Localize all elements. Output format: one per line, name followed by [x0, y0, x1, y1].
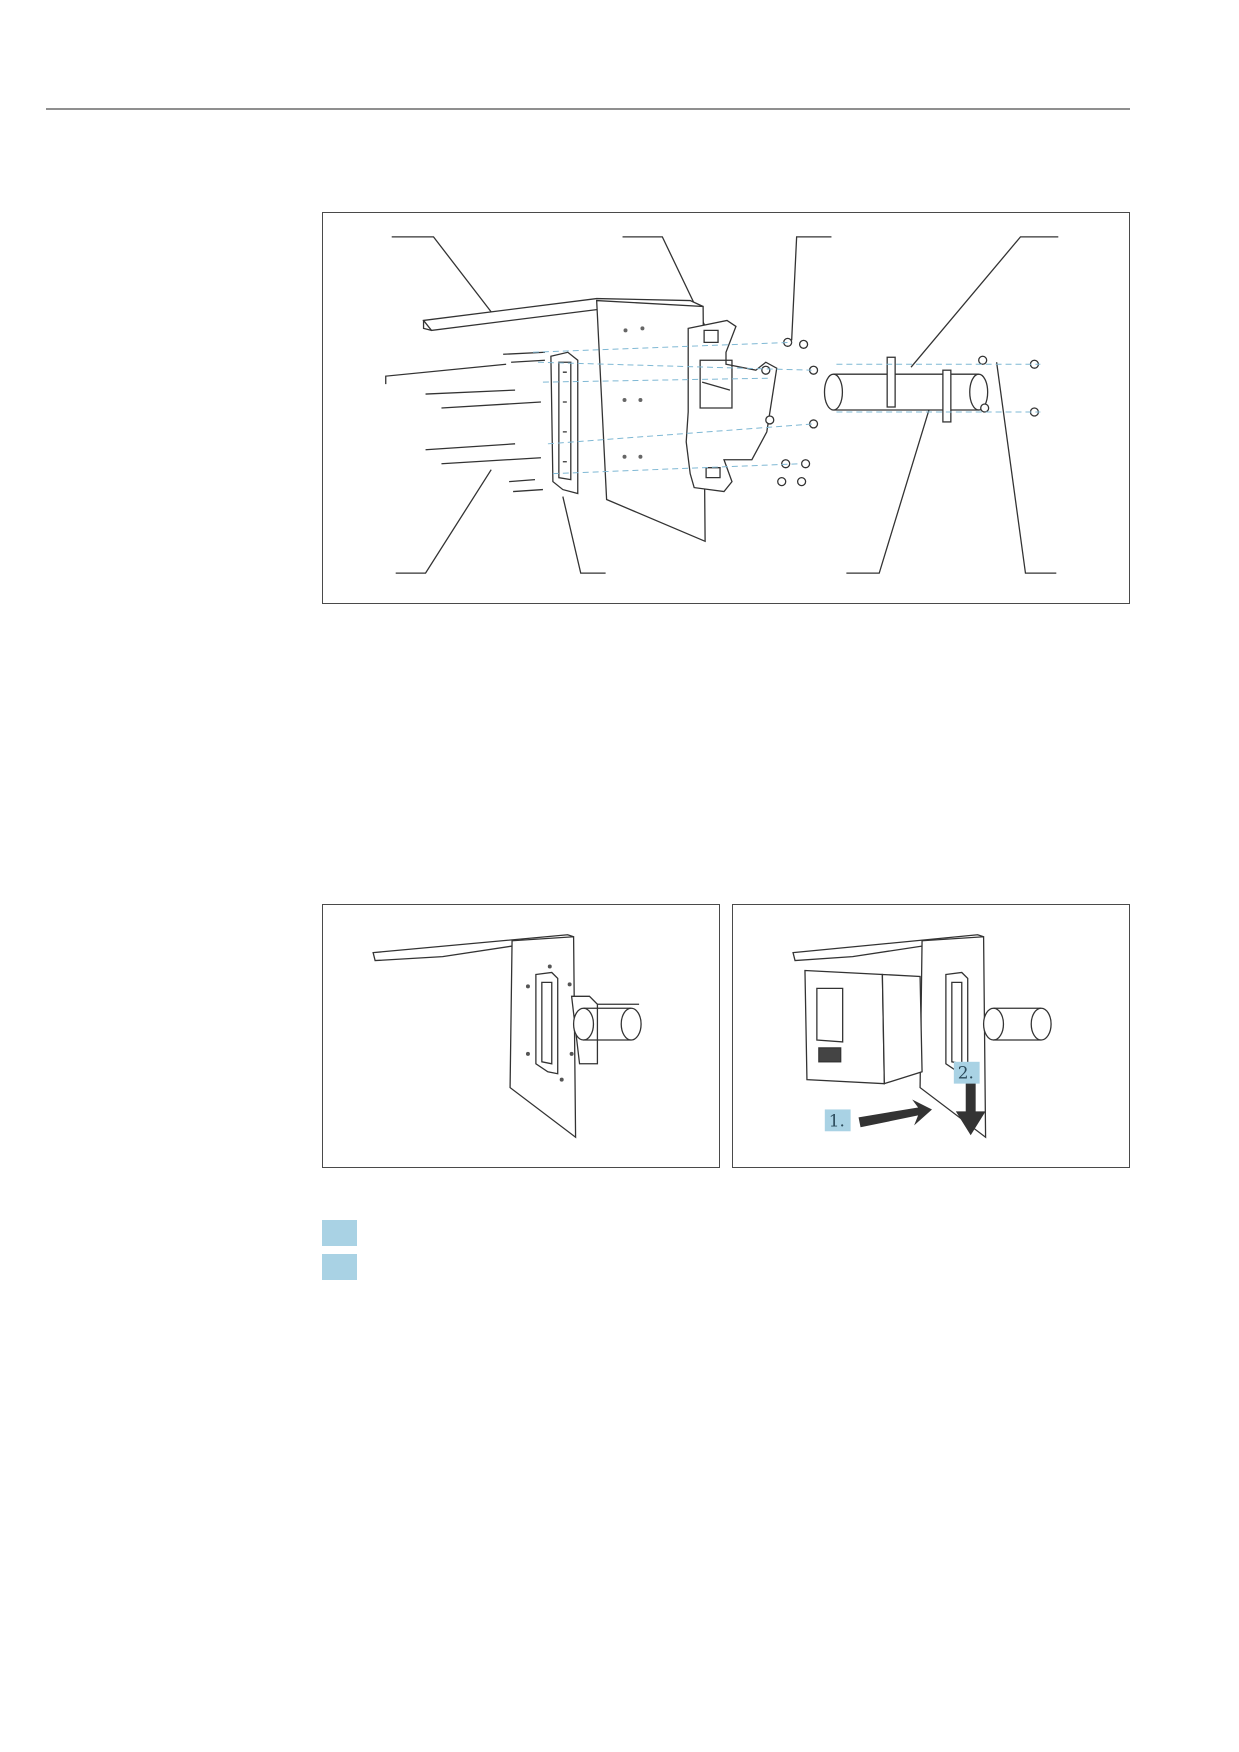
- attach-device-drawing: 1. 2.: [792, 934, 1052, 1139]
- holder-rail-part: [550, 351, 579, 495]
- mounted-holder-figure: [322, 904, 720, 1168]
- attach-device-figure: 1. 2.: [732, 904, 1130, 1168]
- step-1-badge-bg: [824, 1109, 851, 1132]
- threaded-rods: [425, 351, 545, 493]
- exploded-assembly-drawing: [385, 236, 1059, 574]
- header-rule: [46, 108, 1130, 110]
- motion-arrows: [858, 1081, 986, 1136]
- arrow-right-icon: [858, 1099, 932, 1128]
- callout-leader-9: [995, 362, 1057, 574]
- exploded-assembly-figure: [322, 212, 1130, 604]
- alignment-lines: [532, 341, 1041, 475]
- pipe-part: [823, 356, 989, 423]
- step-marker-1: [322, 1220, 357, 1246]
- callout-leader-6: [395, 469, 492, 574]
- callout-leader-3: [791, 236, 832, 341]
- mounting-plate-part: [685, 319, 778, 493]
- arrow-down-icon: [955, 1081, 986, 1136]
- callout-leader-7: [562, 496, 606, 574]
- step-2-badge-bg: [953, 1061, 980, 1084]
- callout-leaders: [385, 236, 1059, 574]
- canopy-part: [422, 297, 706, 543]
- callout-leader-4: [910, 236, 1059, 368]
- callout-leader-5: [385, 363, 507, 385]
- callout-leader-8: [846, 409, 930, 574]
- step-2-badge: 2.: [958, 1063, 974, 1083]
- step-marker-2: [322, 1254, 357, 1280]
- mounted-holder-drawing: [372, 934, 642, 1139]
- step-1-badge: 1.: [829, 1110, 845, 1130]
- callout-leader-2: [622, 236, 708, 331]
- callout-leader-1: [391, 236, 494, 315]
